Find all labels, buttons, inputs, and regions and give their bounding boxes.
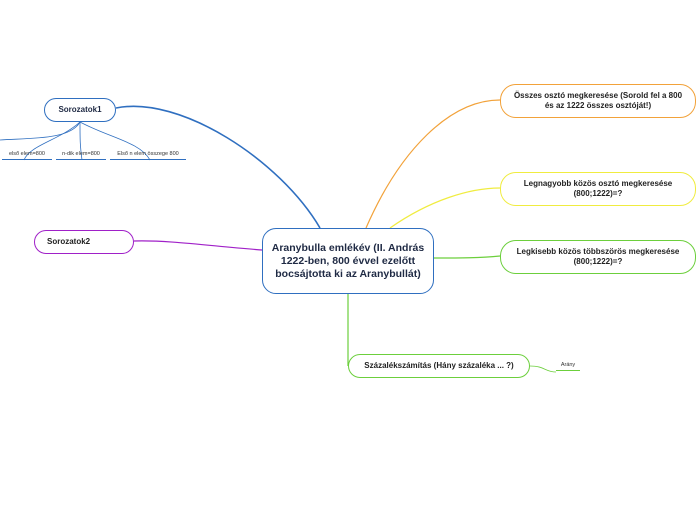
- connector-leaf-3: [79, 121, 83, 161]
- topic-szazalekszamitas-label: Százalékszámítás (Hány százaléka ... ?): [364, 360, 514, 370]
- subtopic-elso-n-elem-osszege[interactable]: Első n elem összege 800: [110, 151, 186, 160]
- topic-sorozatok1[interactable]: Sorozatok1: [44, 98, 116, 122]
- topic-lkkt[interactable]: Legkisebb közös többszörös megkeresése (…: [500, 240, 696, 274]
- topic-osszes-oszto-label: Összes osztó megkeresése (Sorold fel a 8…: [513, 90, 683, 111]
- topic-szazalekszamitas[interactable]: Százalékszámítás (Hány százaléka ... ?): [348, 354, 530, 378]
- central-topic-label: Aranybulla emlékév (II. András 1222-ben,…: [271, 241, 425, 280]
- subtopic-n-dik-elem-label: n-dik elem=800: [62, 151, 100, 157]
- connector-leaf-4: [79, 121, 151, 161]
- subtopic-arany-label: Arány: [560, 362, 576, 368]
- topic-sorozatok1-label: Sorozatok1: [58, 104, 102, 114]
- topic-lnko-label: Legnagyobb közös osztó megkeresése (800;…: [523, 178, 673, 199]
- subtopic-elso-elem-label: első elem=800: [9, 151, 45, 157]
- connector-sorozatok2: [133, 240, 263, 251]
- connector-lnko: [389, 187, 501, 229]
- topic-lkkt-label: Legkisebb közös többszörös megkeresése (…: [516, 246, 680, 267]
- connector-lkkt: [433, 255, 501, 259]
- subtopic-arany[interactable]: Arány: [556, 362, 580, 371]
- connector-osszes: [365, 99, 501, 229]
- subtopic-n-dik-elem[interactable]: n-dik elem=800: [56, 151, 106, 160]
- connector-arany: [529, 365, 557, 373]
- topic-lnko[interactable]: Legnagyobb közös osztó megkeresése (800;…: [500, 172, 696, 206]
- subtopic-elso-elem[interactable]: első elem=800: [2, 151, 52, 160]
- connector-leaf-1: [0, 121, 81, 141]
- connector-leaf-2: [23, 121, 81, 161]
- topic-osszes-oszto[interactable]: Összes osztó megkeresése (Sorold fel a 8…: [500, 84, 696, 118]
- subtopic-elso-n-elem-osszege-label: Első n elem összege 800: [117, 151, 179, 157]
- topic-sorozatok2-label: Sorozatok2: [47, 236, 91, 246]
- connector-sorozatok1: [115, 105, 321, 229]
- topic-sorozatok2[interactable]: Sorozatok2: [34, 230, 134, 254]
- central-topic[interactable]: Aranybulla emlékév (II. András 1222-ben,…: [262, 228, 434, 294]
